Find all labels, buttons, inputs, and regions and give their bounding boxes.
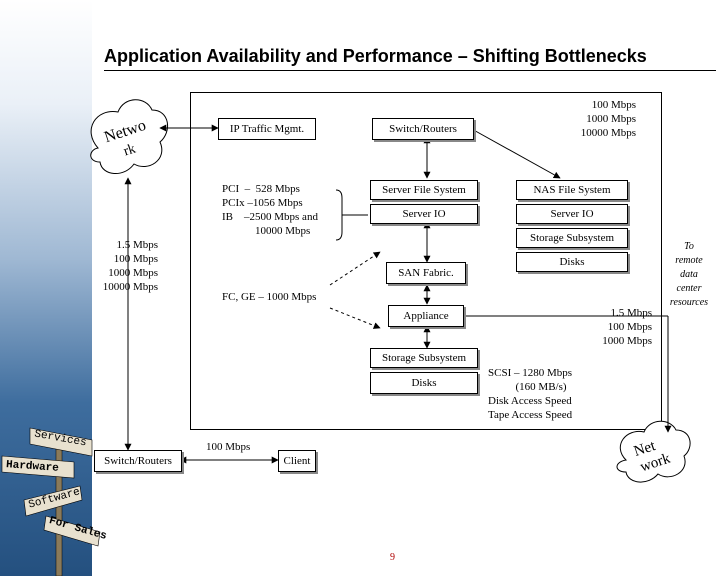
top-speeds-label: 100 Mbps 1000 Mbps 10000 Mbps xyxy=(580,99,636,139)
appliance-speeds-label: 1.5 Mbps 100 Mbps 1000 Mbps xyxy=(602,307,652,347)
ip-traffic-mgmt-box: IP Traffic Mgmt. xyxy=(218,118,316,140)
nas-server-io-box: Server IO xyxy=(516,204,628,224)
disks-box: Disks xyxy=(370,372,478,394)
server-file-system-box: Server File System xyxy=(370,180,478,200)
bus-speeds-label: PCI – 528 Mbps PCIx –1056 Mbps IB –2500 … xyxy=(222,183,318,237)
page-number: 9 xyxy=(390,552,395,563)
left-speeds-label: 1.5 Mbps 100 Mbps 1000 Mbps 10000 Mbps xyxy=(102,239,158,293)
fc-ge-label: FC, GE – 1000 Mbps xyxy=(222,291,317,303)
nas-storage-subsystem-box: Storage Subsystem xyxy=(516,228,628,248)
san-fabric-box: SAN Fabric. xyxy=(386,262,466,284)
appliance-box: Appliance xyxy=(388,305,464,327)
scsi-label: SCSI – 1280 Mbps (160 MB/s) Disk Access … xyxy=(488,367,573,421)
nas-disks-box: Disks xyxy=(516,252,628,272)
title-rule xyxy=(104,70,716,71)
diagram-frame xyxy=(190,92,662,430)
remote-resources-label: To remote data center resources xyxy=(669,241,709,308)
server-io-box: Server IO xyxy=(370,204,478,224)
right-cloud-shape xyxy=(616,420,691,483)
sidebar-gradient xyxy=(0,0,92,576)
storage-subsystem-box: Storage Subsystem xyxy=(370,348,478,368)
nas-file-system-box: NAS File System xyxy=(516,180,628,200)
client-speed-label: 100 Mbps xyxy=(206,441,251,453)
left-cloud-shape xyxy=(90,99,168,174)
client-box: Client xyxy=(278,450,316,472)
switch-routers-top-box: Switch/Routers xyxy=(372,118,474,140)
page-title: Application Availability and Performance… xyxy=(104,46,647,66)
switch-routers-bottom-box: Switch/Routers xyxy=(94,450,182,472)
